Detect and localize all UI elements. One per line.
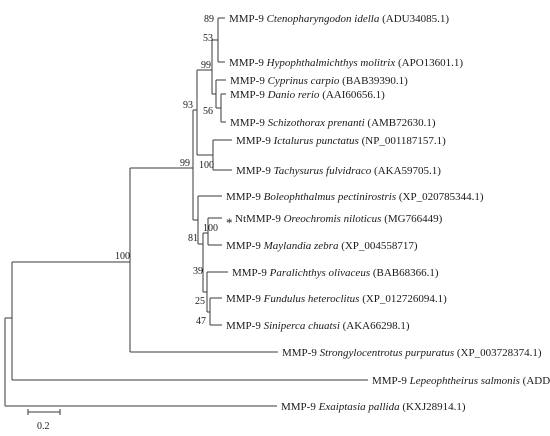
taxon-label: MMP-9 Exaiptasia pallida (KXJ28914.1): [281, 401, 466, 413]
bootstrap-value: 99: [201, 60, 211, 71]
bootstrap-value: 100: [203, 223, 218, 234]
bootstrap-value: 47: [196, 316, 206, 327]
bootstrap-value: 93: [183, 100, 193, 111]
bootstrap-value: 89: [204, 14, 214, 25]
taxon-label: MMP-9 Schizothorax prenanti (AMB72630.1): [230, 117, 436, 129]
taxon-label: MMP-9 Lepeophtheirus salmonis (ADD38666.…: [372, 375, 550, 387]
taxon-label: MMP-9 Ictalurus punctatus (NP_001187157.…: [236, 135, 446, 147]
bootstrap-value: 100: [199, 160, 214, 171]
taxon-label: MMP-9 Tachysurus fulvidraco (AKA59705.1): [236, 165, 441, 177]
taxon-label: MMP-9 Fundulus heteroclitus (XP_01272609…: [226, 293, 447, 305]
tree-branches: [4, 17, 368, 415]
target-marker-asterisk: *: [226, 215, 233, 230]
taxon-label: MMP-9 Cyprinus carpio (BAB39390.1): [230, 75, 408, 87]
scale-bar-label: 0.2: [37, 421, 50, 432]
taxon-label: MMP-9 Danio rerio (AAI60656.1): [230, 89, 385, 101]
bootstrap-value: 100: [115, 251, 130, 262]
bootstrap-value: 81: [188, 233, 198, 244]
taxon-label: MMP-9 Boleophthalmus pectinirostris (XP_…: [226, 191, 484, 203]
taxon-label: MMP-9 Ctenopharyngodon idella (ADU34085.…: [229, 13, 449, 25]
bootstrap-value: 56: [203, 106, 213, 117]
taxon-label: MMP-9 Strongylocentrotus purpuratus (XP_…: [282, 347, 542, 359]
taxon-labels: MMP-9 Ctenopharyngodon idella (ADU34085.…: [226, 13, 550, 413]
bootstrap-value: 39: [193, 266, 203, 277]
taxon-label: MMP-9 Paralichthys olivaceus (BAB68366.1…: [232, 267, 439, 279]
taxon-label: NtMMP-9 Oreochromis niloticus (MG766449): [235, 213, 443, 225]
taxon-label: MMP-9 Siniperca chuatsi (AKA66298.1): [226, 320, 410, 332]
taxon-label: MMP-9 Maylandia zebra (XP_004558717): [226, 240, 418, 252]
taxon-label: MMP-9 Hypophthalmichthys molitrix (APO13…: [229, 57, 463, 69]
bootstrap-value: 53: [203, 33, 213, 44]
bootstrap-values: 89 53 99 56 93 100 99 100 81 39 25 47 10…: [115, 14, 218, 327]
bootstrap-value: 25: [195, 296, 205, 307]
bootstrap-value: 99: [180, 158, 190, 169]
